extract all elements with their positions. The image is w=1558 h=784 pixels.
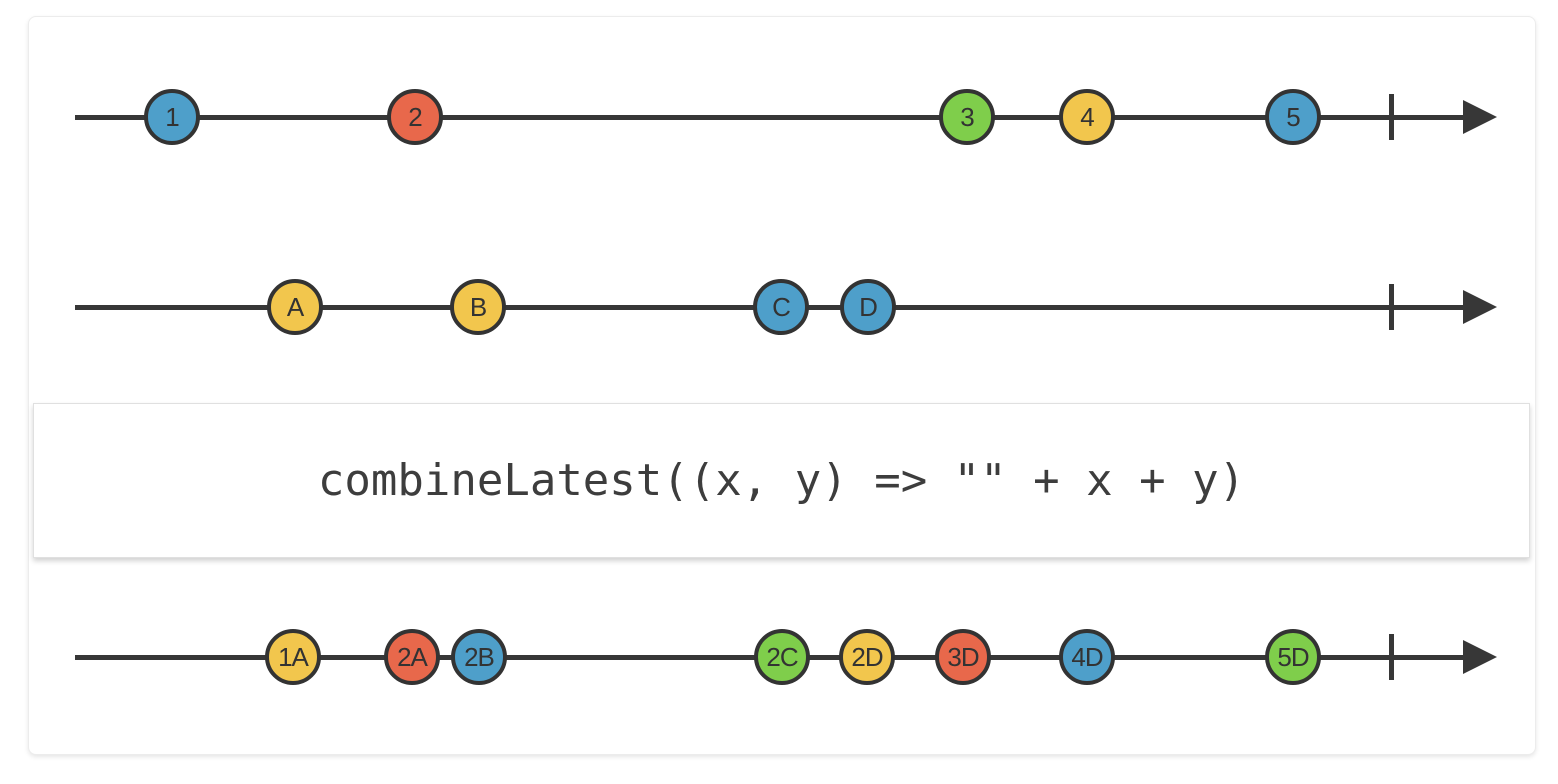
- marble-2[interactable]: 2: [387, 89, 443, 145]
- marble-label: 1: [165, 102, 180, 132]
- marble-D[interactable]: D: [840, 279, 896, 335]
- marble-1A: 1A: [265, 629, 321, 685]
- marble-2C: 2C: [754, 629, 810, 685]
- marble-4[interactable]: 4: [1059, 89, 1115, 145]
- marble-label: 2B: [464, 642, 495, 672]
- marble-label: 2: [408, 102, 423, 132]
- marble-C[interactable]: C: [753, 279, 809, 335]
- marble-2B: 2B: [451, 629, 507, 685]
- marble-1[interactable]: 1: [144, 89, 200, 145]
- timeline-line: [75, 115, 1465, 120]
- marble-label: A: [286, 292, 304, 322]
- completion-tick: [1389, 284, 1394, 330]
- marble-4D: 4D: [1059, 629, 1115, 685]
- marble-5[interactable]: 5: [1265, 89, 1321, 145]
- arrowhead-icon: [1463, 290, 1497, 324]
- marble-label: 2D: [851, 642, 883, 672]
- marble-label: 5D: [1277, 642, 1309, 672]
- completion-tick: [1389, 634, 1394, 680]
- marble-5D: 5D: [1265, 629, 1321, 685]
- marble-A[interactable]: A: [267, 279, 323, 335]
- marble-label: 3: [960, 102, 975, 132]
- marble-label: 1A: [278, 642, 309, 672]
- marble-label: 2C: [766, 642, 798, 672]
- operator-box: combineLatest((x, y) => "" + x + y): [33, 403, 1530, 558]
- marble-2D: 2D: [839, 629, 895, 685]
- completion-tick: [1389, 94, 1394, 140]
- arrowhead-icon: [1463, 640, 1497, 674]
- marble-label: 4D: [1071, 642, 1103, 672]
- marble-3[interactable]: 3: [939, 89, 995, 145]
- marble-3D: 3D: [935, 629, 991, 685]
- marble-label: D: [859, 292, 878, 322]
- marble-2A: 2A: [384, 629, 440, 685]
- marble-label: C: [772, 292, 791, 322]
- marble-label: B: [469, 292, 487, 322]
- marble-B[interactable]: B: [450, 279, 506, 335]
- marble-label: 4: [1080, 102, 1095, 132]
- marble-label: 3D: [947, 642, 979, 672]
- operator-code: combineLatest((x, y) => "" + x + y): [317, 455, 1246, 506]
- arrowhead-icon: [1463, 100, 1497, 134]
- marble-label: 5: [1286, 102, 1301, 132]
- marble-label: 2A: [397, 642, 428, 672]
